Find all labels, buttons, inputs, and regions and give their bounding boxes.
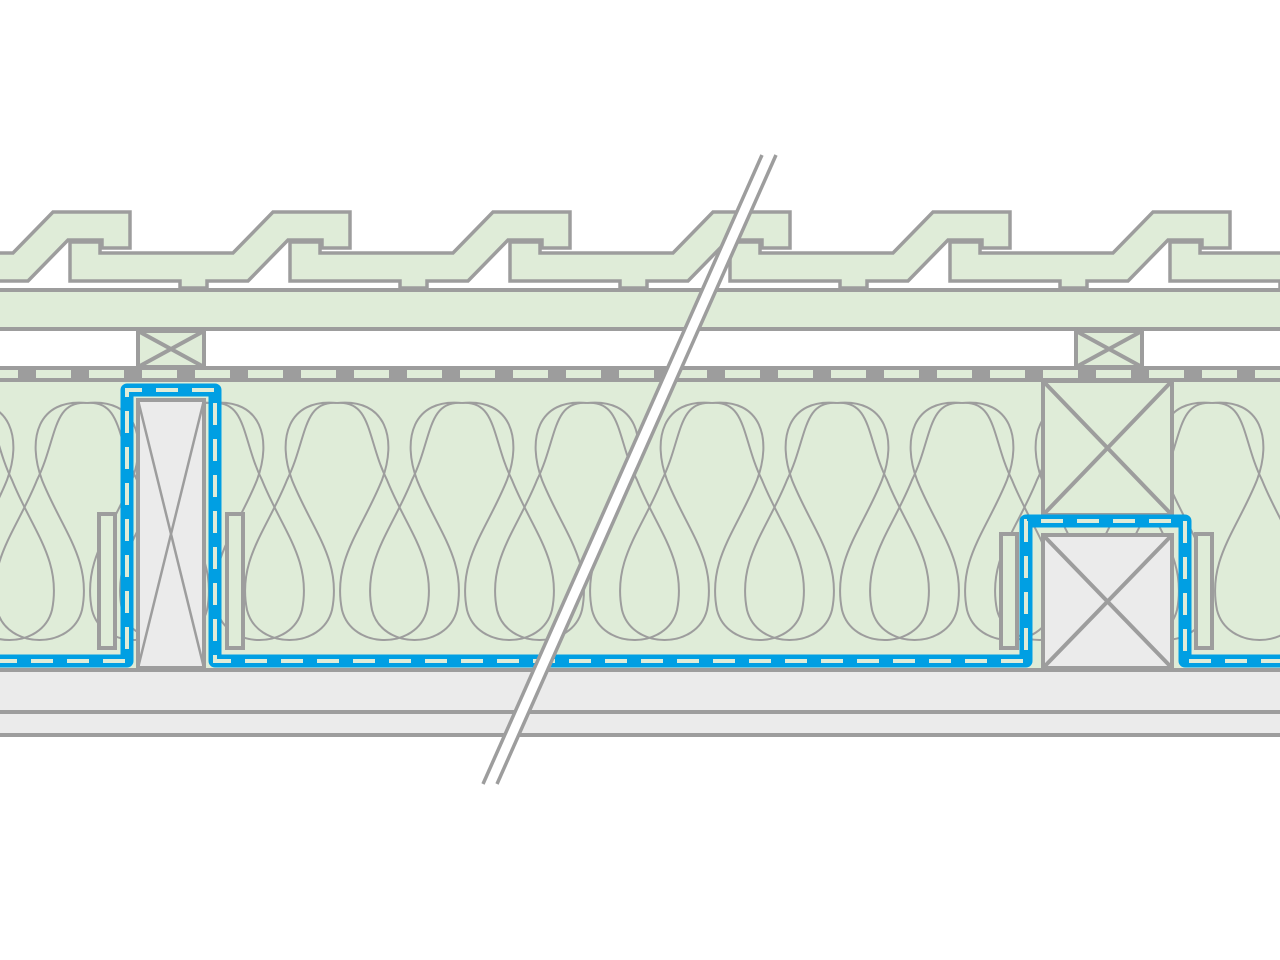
underlay-membrane bbox=[0, 366, 1280, 382]
insulation-loop bbox=[211, 401, 305, 641]
rafter-left bbox=[136, 398, 206, 670]
roof-tile bbox=[728, 210, 1012, 290]
insulation-loop bbox=[1211, 401, 1280, 641]
strip-right-inner bbox=[1194, 532, 1214, 650]
insulation-loop bbox=[711, 401, 805, 641]
roof-tile bbox=[948, 210, 1232, 290]
roof-tile bbox=[508, 210, 792, 290]
counter-batten-right bbox=[1074, 329, 1144, 369]
rafter-right bbox=[1041, 533, 1174, 670]
insulation-loop bbox=[336, 401, 430, 641]
vapour-barrier-membrane bbox=[0, 383, 1280, 668]
roof-tile bbox=[68, 210, 352, 290]
interior-board bbox=[0, 668, 1280, 737]
insulation-loops bbox=[0, 401, 1280, 641]
insulation-loop bbox=[0, 411, 55, 641]
insulation-loop bbox=[836, 401, 930, 641]
insulation-loop bbox=[869, 401, 963, 641]
roof-tiles bbox=[0, 210, 1280, 290]
roof-tile bbox=[0, 210, 132, 283]
section-break-line bbox=[481, 154, 778, 785]
strip-left-inner bbox=[225, 512, 245, 650]
insulation-loop bbox=[244, 401, 338, 641]
insulation-loop bbox=[619, 401, 713, 641]
insulation-loop bbox=[744, 401, 838, 641]
top-timber-right bbox=[1041, 379, 1174, 517]
strip-right-outer bbox=[999, 532, 1019, 650]
insulation-loop bbox=[369, 401, 463, 641]
strip-left-outer bbox=[97, 512, 117, 650]
insulation-loop bbox=[0, 401, 88, 641]
batten-strips bbox=[97, 512, 1214, 650]
insulation-loop bbox=[494, 401, 588, 641]
insulation-loop bbox=[461, 401, 555, 641]
counter-batten-left bbox=[136, 329, 206, 369]
roof-tile bbox=[288, 210, 572, 290]
roof-tile bbox=[1168, 240, 1280, 290]
roof-batten-board bbox=[0, 288, 1280, 331]
